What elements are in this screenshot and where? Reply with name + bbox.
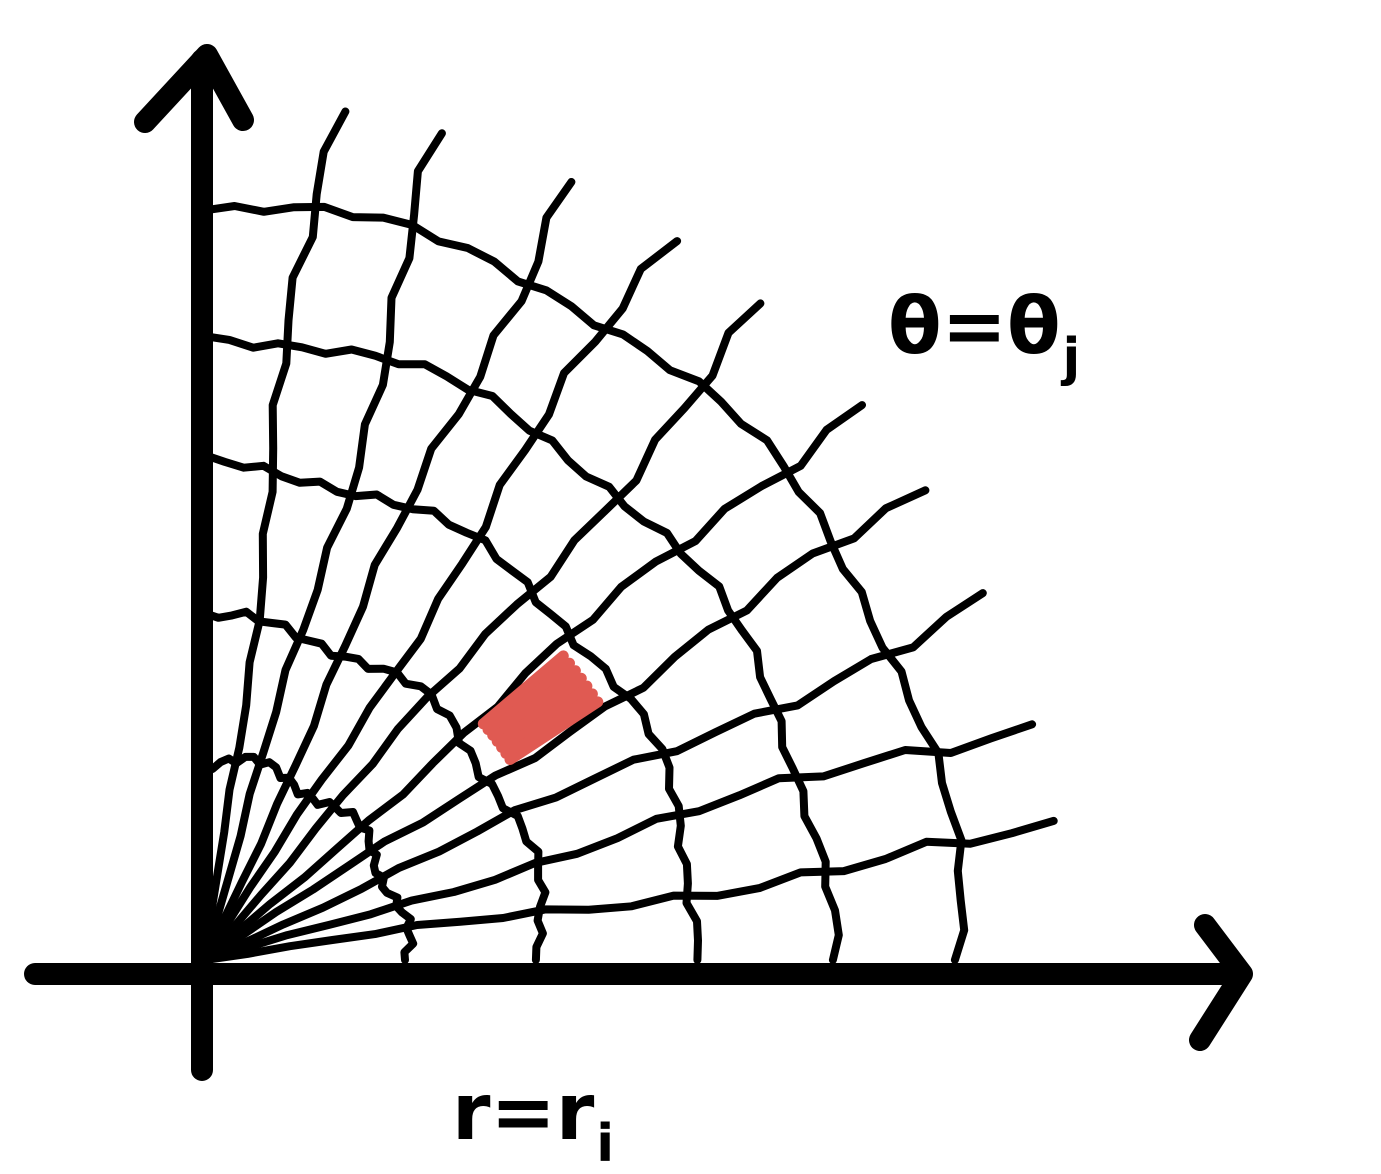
theta-label-subscript: j — [1062, 328, 1081, 388]
highlight-hatch-stroke — [504, 696, 604, 765]
arc-r-2 — [201, 607, 550, 964]
ray-theta-8 — [201, 178, 576, 964]
highlight-hatch-stroke — [500, 688, 598, 759]
polar-grid — [201, 107, 1058, 964]
ray-theta-5 — [201, 401, 866, 964]
x-axis-arrowhead — [1189, 914, 1253, 1051]
ray-theta-1 — [201, 816, 1058, 964]
highlight-hatch-stroke — [491, 672, 587, 747]
ray-theta-7 — [201, 237, 682, 964]
y-axis-arrowhead — [134, 44, 254, 133]
arc-r-4 — [201, 332, 843, 964]
arc-r-5 — [201, 202, 969, 964]
ray-theta-4 — [201, 486, 930, 964]
highlight-hatch-stroke — [487, 665, 581, 741]
ray-theta-6 — [201, 299, 765, 964]
axes — [24, 44, 1253, 1081]
highlight-hatch-stroke — [477, 650, 569, 730]
r-equals-r-i-label: r=ri — [452, 1074, 614, 1170]
ray-theta-2 — [201, 720, 1037, 964]
highlight-hatch-stroke — [482, 657, 575, 735]
ray-theta-10 — [201, 107, 350, 964]
r-label-subscript: i — [596, 1114, 615, 1174]
highlighted-area-element — [477, 650, 604, 765]
r-label-main: r=r — [452, 1068, 595, 1158]
arc-r-3 — [201, 451, 702, 964]
theta-label-main: θ=θ — [888, 282, 1061, 372]
highlight-hatch-stroke — [496, 680, 593, 753]
theta-equals-theta-j-label: θ=θj — [888, 288, 1080, 384]
ray-theta-9 — [201, 129, 446, 964]
ray-theta-3 — [201, 589, 987, 964]
